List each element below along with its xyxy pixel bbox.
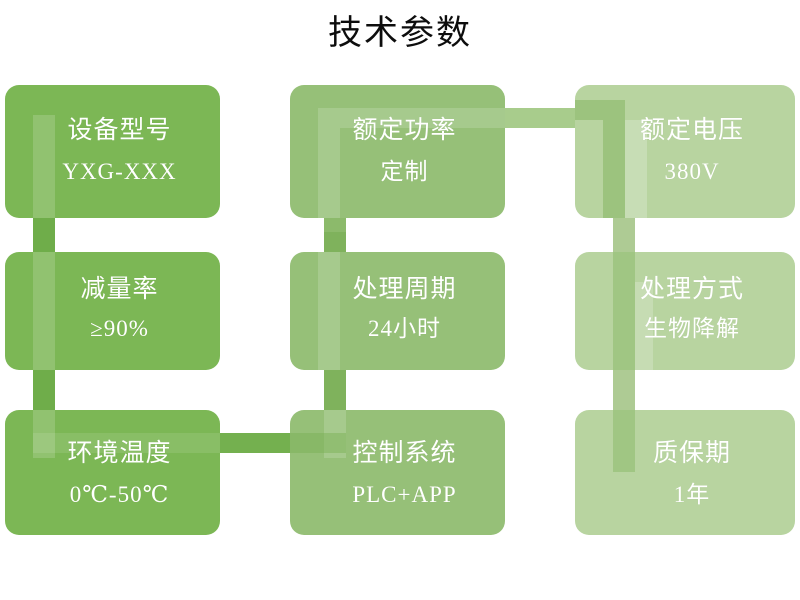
- spec-card-label: 处理周期: [352, 276, 457, 303]
- card-accent-block: [318, 252, 340, 370]
- spec-card-warranty[interactable]: 质保期 1年: [575, 410, 795, 535]
- spec-card-label: 环境温度: [67, 440, 172, 467]
- spec-card-value: 定制: [380, 159, 429, 184]
- spec-card-value: PLC+APP: [352, 482, 457, 507]
- spec-card-method[interactable]: 处理方式 生物降解: [575, 252, 795, 370]
- spec-card-cycle[interactable]: 处理周期 24小时: [290, 252, 505, 370]
- spec-card-rated-power[interactable]: 额定功率 定制: [290, 85, 505, 218]
- card-accent-block: [33, 252, 55, 370]
- spec-card-label: 减量率: [80, 276, 159, 303]
- spec-card-value: 24小时: [368, 316, 441, 341]
- spec-card-reduction[interactable]: 减量率 ≥90%: [5, 252, 220, 370]
- spec-card-value: 生物降解: [644, 316, 740, 341]
- spec-card-value: ≥90%: [90, 316, 149, 341]
- spec-card-label: 额定电压: [639, 117, 744, 144]
- card-accent-block: [613, 252, 635, 370]
- spec-card-value: 1年: [673, 482, 711, 507]
- spec-card-model[interactable]: 设备型号 YXG-XXX: [5, 85, 220, 218]
- spec-card-label: 控制系统: [352, 440, 457, 467]
- spec-card-value: 0℃-50℃: [69, 482, 170, 507]
- spec-card-control[interactable]: 控制系统 PLC+APP: [290, 410, 505, 535]
- spec-card-label: 质保期: [652, 440, 731, 467]
- spec-card-label: 额定功率: [352, 117, 457, 144]
- spec-card-label: 设备型号: [67, 117, 172, 144]
- spec-card-rated-voltage[interactable]: 额定电压 380V: [575, 85, 795, 218]
- page-title: 技术参数: [328, 15, 472, 52]
- spec-card-value: YXG-XXX: [62, 159, 177, 184]
- spec-card-temperature[interactable]: 环境温度 0℃-50℃: [5, 410, 220, 535]
- spec-card-value: 380V: [664, 159, 720, 184]
- spec-card-label: 处理方式: [639, 276, 744, 303]
